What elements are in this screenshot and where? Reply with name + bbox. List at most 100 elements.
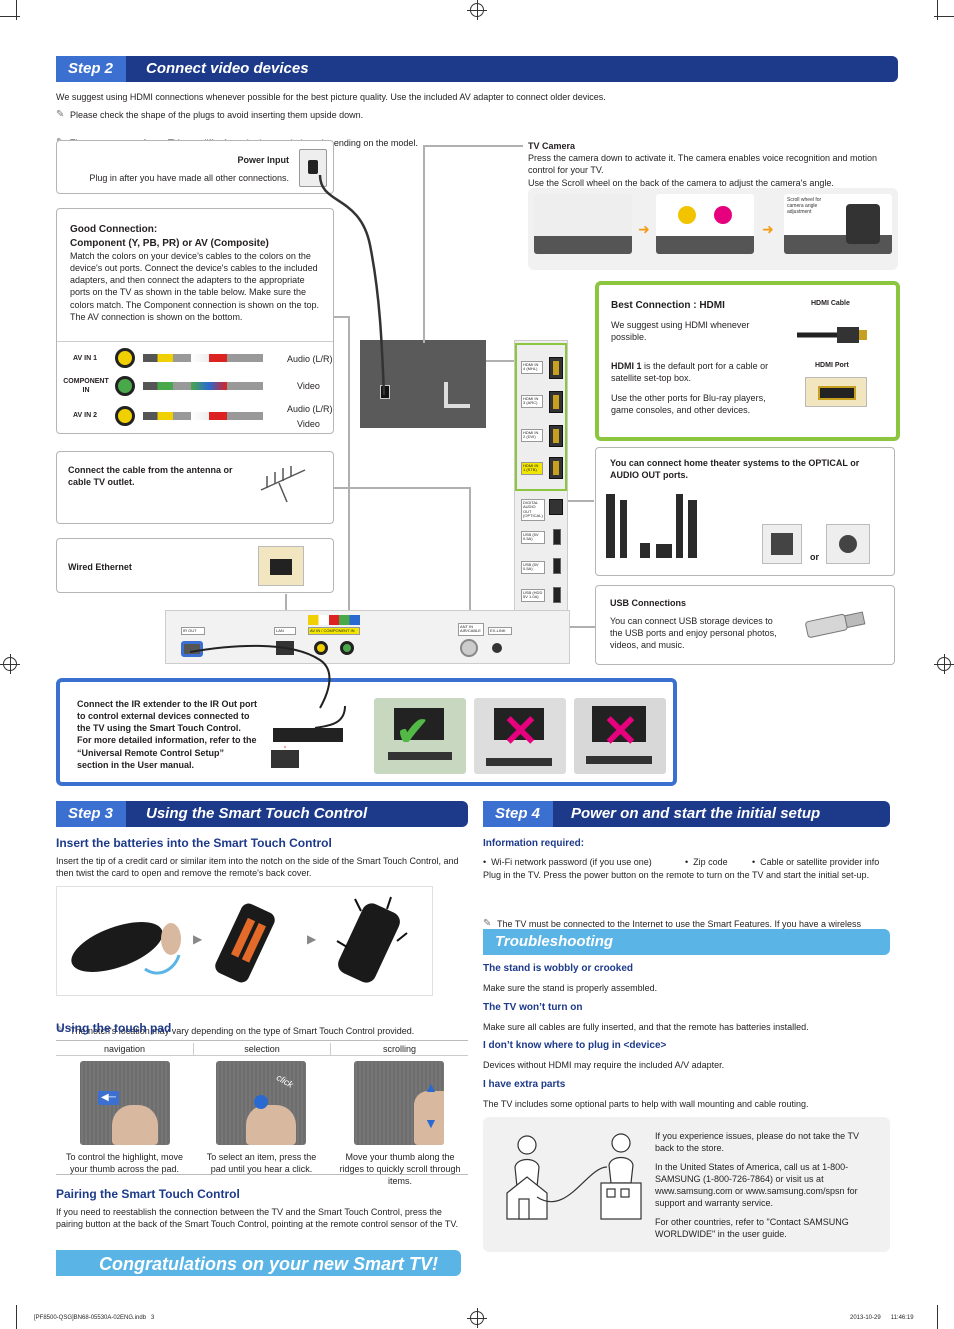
hdmi1-rest: is the default port for a cable or satel…	[611, 361, 769, 384]
av-jack[interactable]	[314, 641, 328, 655]
hdmi-text-2: HDMI 1 is the default port for a cable o…	[611, 360, 776, 384]
exlink-port[interactable]	[492, 643, 502, 653]
ir-extender-image	[265, 705, 355, 776]
speaker-icon	[676, 494, 683, 558]
batteries-heading: Insert the batteries into the Smart Touc…	[56, 836, 332, 850]
registration-mark-right	[934, 654, 954, 674]
camera-step-3-image: Scroll wheel for camera angle adjustment	[784, 194, 892, 254]
step3-number: Step 3	[56, 801, 126, 827]
usb2-label: USB (5V 0.5A)	[521, 561, 545, 574]
antin-port[interactable]	[460, 639, 478, 657]
crop-mark	[937, 0, 938, 20]
speaker-icon	[606, 494, 615, 558]
usb-title: USB Connections	[610, 598, 687, 608]
step2-intro: We suggest using HDMI connections whenev…	[56, 92, 606, 102]
camera-images-panel: ➜ ➜ Scroll wheel for camera angle adjust…	[528, 188, 898, 270]
remote-battery-image	[207, 897, 307, 983]
av-in-1-label: AV IN 1	[73, 355, 97, 362]
hdmi4-port[interactable]	[549, 357, 563, 379]
troubleshooting-title: Troubleshooting	[495, 933, 614, 950]
pairing-heading: Pairing the Smart Touch Control	[56, 1187, 240, 1201]
video-label-2: Video	[297, 419, 320, 429]
step4-header: Step 4 Power on and start the initial se…	[483, 801, 890, 827]
camera-step-2-image	[656, 194, 754, 254]
contact-illustration	[497, 1127, 642, 1227]
trouble-text-parts: The TV includes some optional parts to h…	[483, 1099, 809, 1109]
power-input-text: Plug in after you have made all other co…	[89, 173, 289, 183]
contact-box: If you experience issues, please do not …	[483, 1117, 890, 1252]
congrats-banner: Congratulations on your new Smart TV!	[56, 1250, 461, 1276]
optical-port[interactable]	[549, 499, 563, 515]
step2-number: Step 2	[56, 56, 126, 82]
hdmi-cable-image	[797, 323, 869, 345]
usb1-port[interactable]	[553, 529, 561, 545]
antenna-icon	[257, 464, 309, 504]
touchpad-table: navigation selection scrolling ◀─ click …	[56, 1040, 468, 1186]
power-cable	[300, 174, 400, 400]
irout-port[interactable]	[181, 641, 203, 657]
touchpad-col-navigation: navigation	[103, 1044, 146, 1054]
usb3-port[interactable]	[553, 587, 561, 603]
info-item-provider-text: Cable or satellite provider info	[760, 857, 880, 867]
ethernet-port-icon	[258, 546, 304, 586]
step4-number: Step 4	[483, 801, 553, 827]
registration-mark-top	[467, 0, 487, 20]
hdmi3-port[interactable]	[549, 391, 563, 413]
hdmi-port-image	[805, 377, 867, 407]
component-jack[interactable]	[340, 641, 354, 655]
component-in-jack	[115, 376, 135, 396]
hdmi4-label: HDMI IN 4 (MHL)	[521, 361, 543, 374]
arrow-left-icon: ◀─	[98, 1091, 119, 1105]
step2-title: Connect video devices	[146, 59, 309, 77]
hdmi-box: Best Connection : HDMI We suggest using …	[595, 281, 900, 441]
antenna-box: Connect the cable from the antenna or ca…	[56, 451, 334, 524]
hdmi-cable-label: HDMI Cable	[811, 300, 850, 307]
cable-line	[486, 360, 516, 362]
arrow-icon: ▶	[193, 932, 203, 946]
checkmark-icon: ✔	[396, 710, 430, 754]
cable-line	[564, 500, 594, 502]
crop-mark	[934, 16, 954, 17]
irout-label: IR OUT	[181, 627, 205, 636]
usb2-port[interactable]	[553, 558, 561, 574]
ir-cable	[189, 640, 340, 710]
batteries-text: Insert the tip of a credit card or simil…	[56, 856, 459, 879]
audio-lr-label-1: Audio (L/R)	[287, 354, 333, 364]
component-in-label: COMPONENT IN	[63, 378, 109, 395]
cable-line	[334, 487, 470, 489]
cable-line	[423, 145, 523, 147]
speaker-icon	[688, 500, 697, 558]
good-connection-subtitle: Component (Y, PB, PR) or AV (Composite)	[70, 238, 269, 249]
touchpad-caption-selection: To select an item, press the pad until y…	[206, 1152, 317, 1175]
subwoofer-icon	[656, 544, 672, 558]
av-component-label: AV IN / COMPONENT IN	[308, 627, 360, 636]
remote-close-image	[325, 895, 425, 985]
audio-out-port-image	[826, 524, 870, 564]
ethernet-box: Wired Ethernet	[56, 538, 334, 593]
speaker-icon	[640, 543, 650, 558]
good-connection-title: Good Connection:	[70, 224, 158, 235]
hdmi1-port[interactable]	[549, 457, 563, 479]
info-item-zip-text: Zip code	[693, 857, 728, 867]
notch-note: The notch's location may vary depending …	[56, 1024, 476, 1038]
power-outlet-icon	[299, 149, 327, 187]
ir-wrong-placement-image-1: ✕	[474, 698, 566, 774]
hdmi2-port[interactable]	[549, 425, 563, 447]
touchpad-col-scrolling: scrolling	[330, 1043, 468, 1056]
power-input-title: Power Input	[237, 155, 290, 165]
contact-text-3: For other countries, refer to "Contact S…	[655, 1217, 849, 1240]
av-in-2-label: AV IN 2	[73, 412, 97, 419]
power-input-box: Power Input Plug in after you have made …	[56, 140, 334, 194]
trouble-heading-power: The TV won’t turn on	[483, 1002, 583, 1013]
touchpad-caption-navigation: To control the highlight, move your thum…	[65, 1152, 184, 1175]
touchpad-heading: Using the touch pad	[56, 1021, 172, 1035]
touchpad-scrolling-image: ▲▼	[354, 1061, 444, 1145]
info-item-provider: • Cable or satellite provider info	[752, 857, 880, 867]
exlink-label: EX-LINK	[488, 627, 512, 636]
cable-line	[285, 594, 287, 624]
usb-text: You can connect USB storage devices to t…	[610, 616, 777, 651]
hdmi1-label: HDMI IN 1 (STB)	[521, 462, 543, 475]
x-mark-icon: ✕	[602, 707, 639, 756]
contact-text-1: If you experience issues, please do not …	[655, 1131, 859, 1154]
usb3-label: USB (HDD 5V 1.0A)	[521, 589, 545, 602]
